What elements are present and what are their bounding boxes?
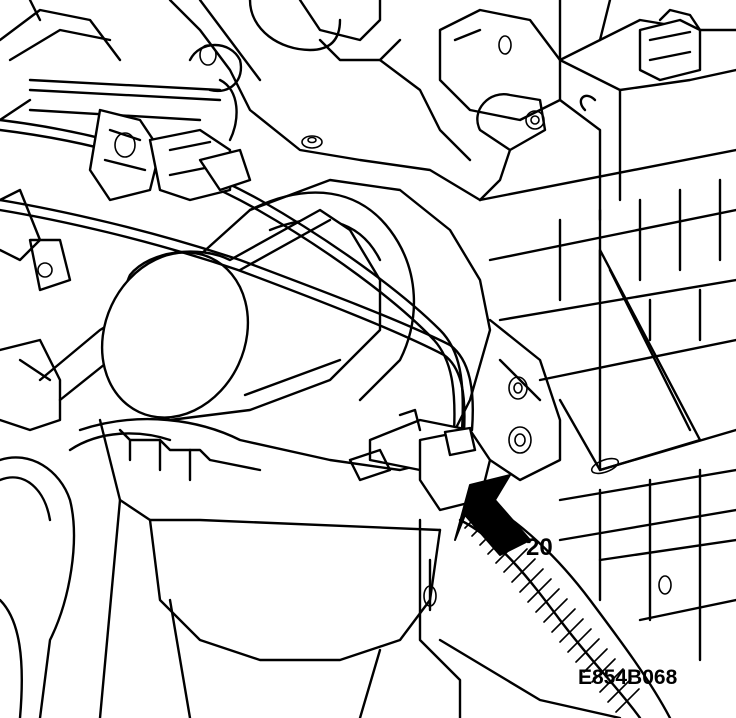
upper-left-clip	[88, 108, 252, 202]
right-mounting-bracket	[438, 0, 736, 222]
blower-motor	[100, 208, 382, 422]
triangular-gusset	[498, 248, 736, 475]
blower-housing	[38, 178, 492, 718]
electrical-connector	[348, 408, 492, 512]
callout-number: 20	[526, 534, 553, 561]
callout-arrow	[454, 474, 531, 556]
figure-code: E854B068	[578, 666, 678, 689]
lower-right-structure	[418, 468, 736, 718]
lower-left-element	[0, 456, 76, 718]
upper-housing	[168, 0, 482, 202]
left-bracket-structure	[0, 0, 122, 432]
top-right-connector	[638, 8, 702, 82]
bracket-plate	[488, 318, 562, 482]
